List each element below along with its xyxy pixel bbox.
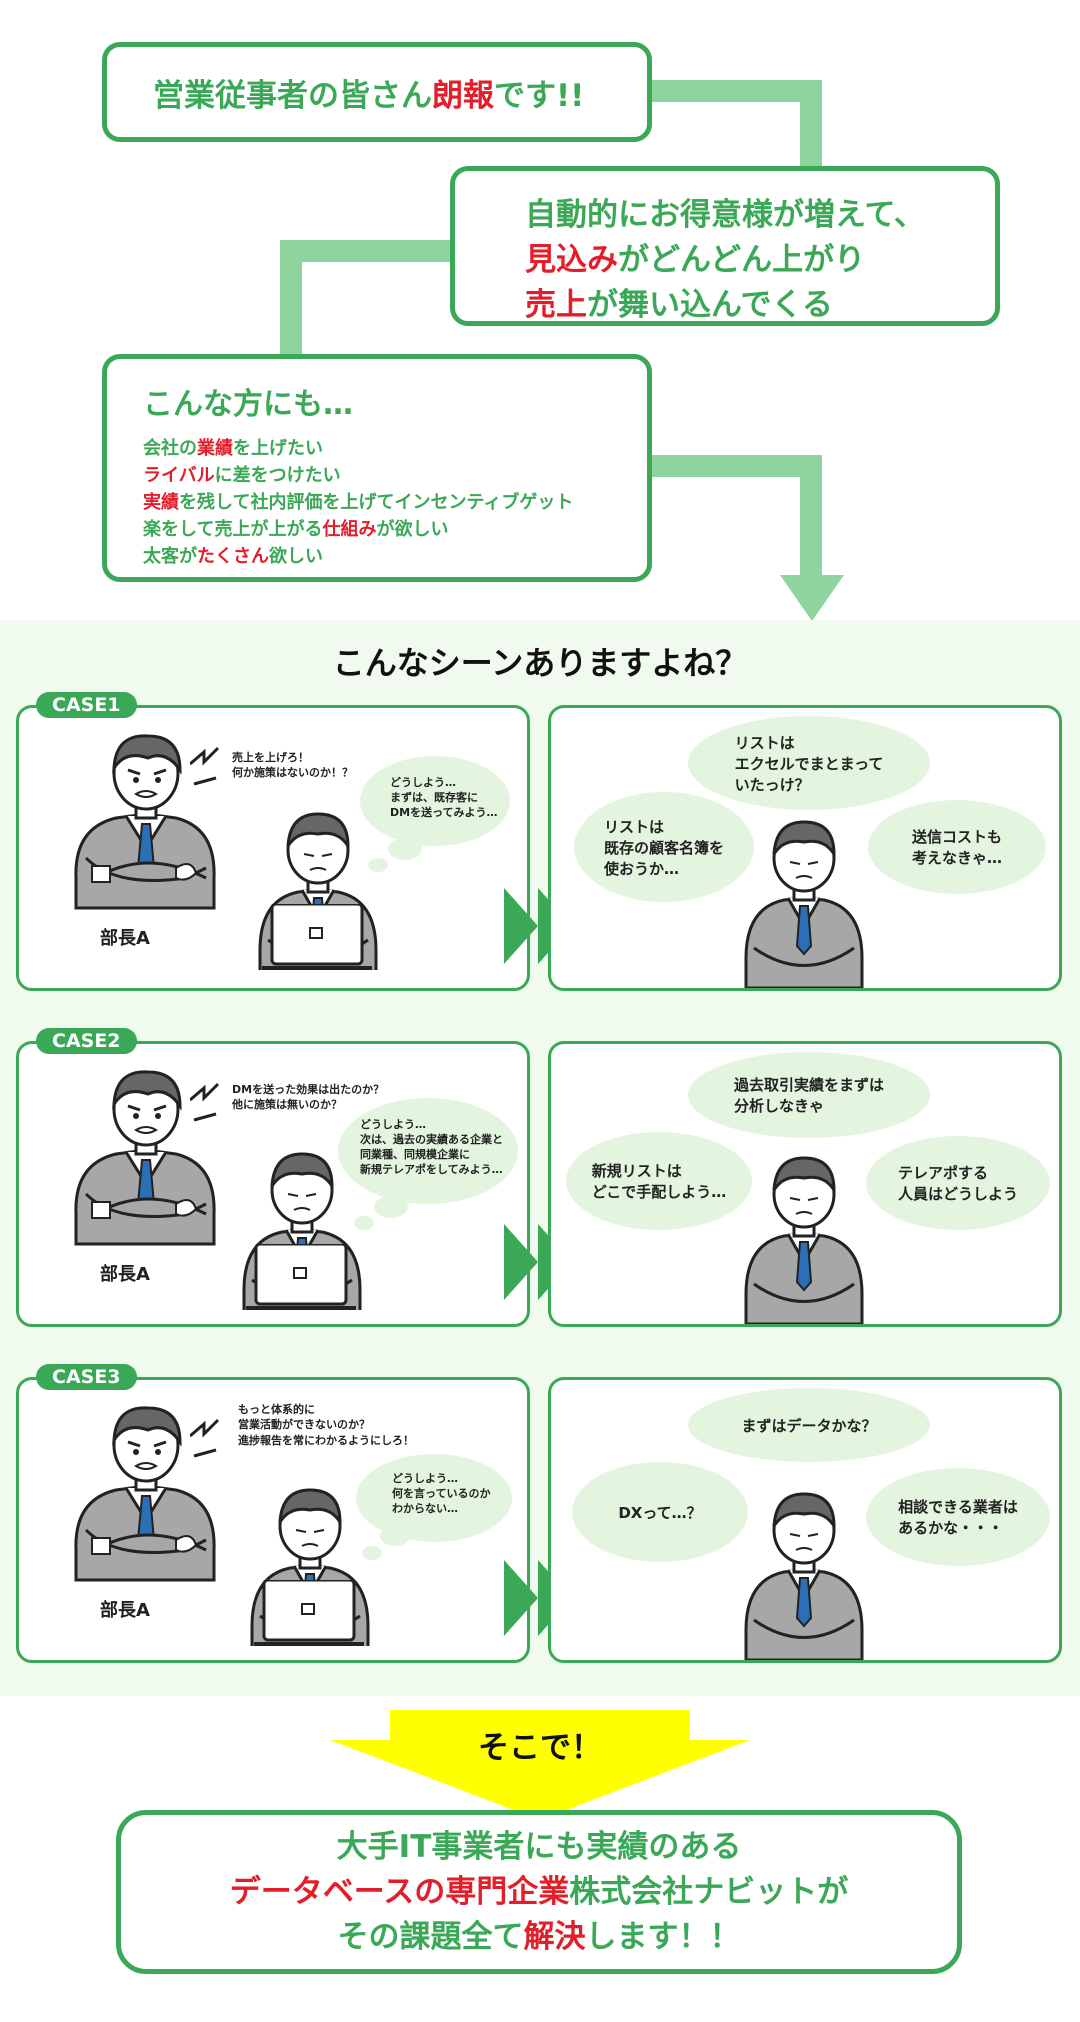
case2-thought-left: 新規リストは どこで手配しよう… xyxy=(566,1132,752,1230)
case2-worker-thought: どうしよう… 次は、過去の実績ある企業と 同業種、同規模企業に 新規テレアポをし… xyxy=(338,1098,518,1204)
flow-connector-2 xyxy=(800,80,822,175)
case3-tag: CASE3 xyxy=(36,1364,137,1390)
flow-connector-3 xyxy=(280,240,480,262)
headline-banner: 営業従事者の皆さん朗報です!! xyxy=(102,42,652,142)
flow-connector-5 xyxy=(640,455,820,477)
case3-thought-left: DXって…？ xyxy=(572,1462,748,1562)
benefit-line-3: 売上が舞い込んでくる xyxy=(525,287,833,323)
target-item: 会社の業績を上げたい xyxy=(143,438,323,459)
benefit-line-1: 自動的にお得意様が増えて、 xyxy=(525,197,925,233)
headline-text: 営業従事者の皆さん朗報です!! xyxy=(153,77,585,114)
solution-line-3: その課題全て解決します！！ xyxy=(337,1918,741,1955)
laptop-icon xyxy=(246,1244,358,1310)
case1-boss-speech: 売上を上げろ！ 何か施策はないのか！？ xyxy=(232,751,353,780)
case1-tag: CASE1 xyxy=(36,692,137,718)
thought-dot xyxy=(380,1526,410,1546)
laptop-icon xyxy=(254,1580,366,1646)
target-item: 実績を残して社内評価を上げてインセンティブゲット xyxy=(143,492,574,513)
case2-tag: CASE2 xyxy=(36,1028,137,1054)
case3-worker-thought: どうしよう… 何を言っているのか わからない… xyxy=(356,1454,512,1542)
case1-thought-right: 送信コストも 考えなきゃ… xyxy=(868,800,1046,894)
thought-dot xyxy=(374,1196,408,1218)
flow-arrow-head xyxy=(780,575,844,621)
solution-line-1: 大手IT事業者にも実績のある xyxy=(336,1828,742,1865)
thought-dot xyxy=(388,838,422,860)
target-item: 楽をして売上が上がる仕組みが欲しい xyxy=(143,519,449,540)
laptop-icon xyxy=(262,904,374,970)
shout-icon xyxy=(190,1418,220,1458)
case3-thought-top: まずはデータかな？ xyxy=(688,1388,930,1462)
benefit-box: 自動的にお得意様が増えて、 見込みがどんどん上がり 売上が舞い込んでくる xyxy=(450,166,1000,326)
solution-box: 大手IT事業者にも実績のある データベースの専門企業株式会社ナビットが その課題… xyxy=(116,1810,962,1974)
flow-connector-4 xyxy=(280,240,302,360)
shout-icon xyxy=(190,1082,220,1122)
case3-boss-label: 部長A xyxy=(100,1600,150,1621)
case2-boss-speech: DMを送った効果は出たのか？ 他に施策は無いのか？ xyxy=(232,1083,385,1112)
case1-boss-label: 部長A xyxy=(100,928,150,949)
worker-figure xyxy=(744,820,864,988)
target-box: こんな方にも… 会社の業績を上げたい ライバルに差をつけたい 実績を残して社内評… xyxy=(102,354,652,582)
flow-connector-6 xyxy=(800,455,822,580)
target-item: ライバルに差をつけたい xyxy=(143,465,341,486)
transition-arrow xyxy=(330,1710,750,1820)
worker-figure xyxy=(744,1156,864,1324)
scenes-title: こんなシーンありますよね？ xyxy=(332,644,748,682)
thought-dot xyxy=(368,858,388,872)
shout-icon xyxy=(190,746,220,786)
worker-figure xyxy=(744,1492,864,1660)
case1-thought-top: リストは エクセルでまとまって いたっけ？ xyxy=(688,716,930,810)
target-item: 太客がたくさん欲しい xyxy=(143,546,323,567)
case1-thought-left: リストは 既存の顧客名簿を 使おうか… xyxy=(574,792,754,902)
case3-thought-right: 相談できる業者は あるかな・・・ xyxy=(866,1468,1050,1566)
flow-connector-1 xyxy=(640,80,820,102)
thought-dot xyxy=(362,1546,382,1560)
case2-thought-right: テレアポする 人員はどうしよう xyxy=(866,1136,1050,1230)
case3-boss-speech: もっと体系的に 営業活動ができないのか？ 進捗報告を常にわかるようにしろ！ xyxy=(238,1403,414,1447)
target-title: こんな方にも… xyxy=(143,387,353,422)
case2-boss-label: 部長A xyxy=(100,1264,150,1285)
solution-line-2: データベースの専門企業株式会社ナビットが xyxy=(229,1873,849,1910)
case1-worker-thought: どうしよう… まずは、既存客に DMを送ってみよう… xyxy=(360,756,510,846)
thought-dot xyxy=(354,1216,374,1230)
transition-label: そこで！ xyxy=(478,1730,602,1766)
benefit-line-2: 見込みがどんどん上がり xyxy=(525,242,866,278)
case2-thought-top: 過去取引実績をまずは 分析しなきゃ xyxy=(688,1052,930,1138)
